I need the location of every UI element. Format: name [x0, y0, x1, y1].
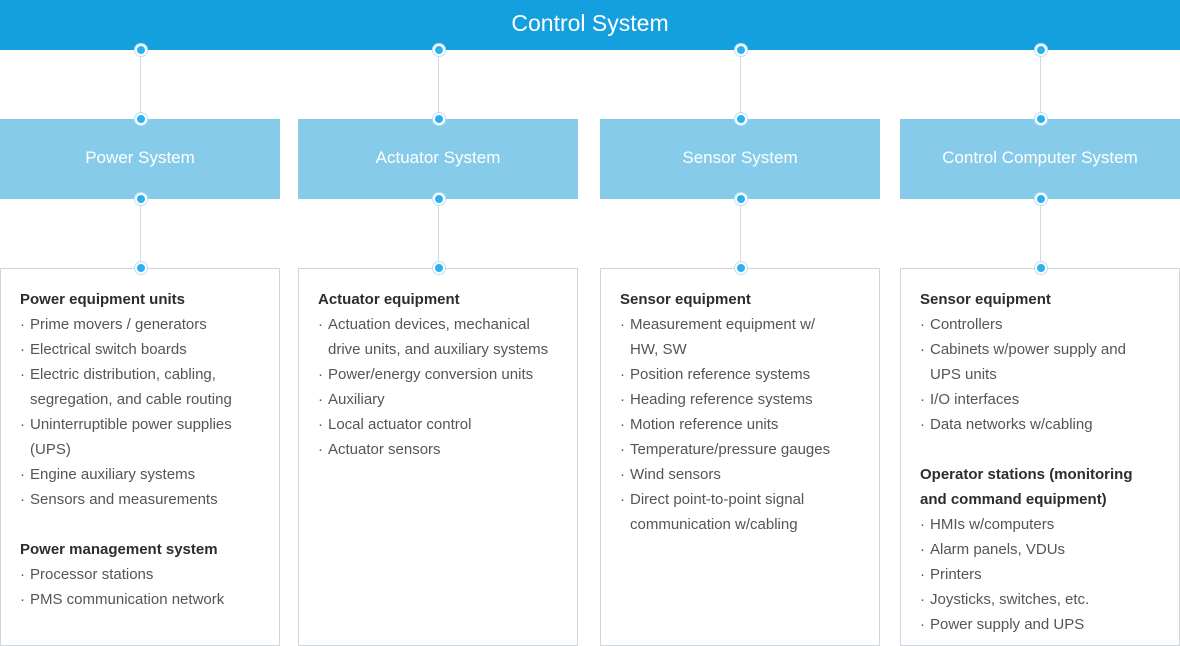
list-item: Printers — [920, 562, 1179, 587]
operator-stations-section: Operator stations (monitoring and comman… — [920, 462, 1179, 637]
list-item: Power supply and UPS — [920, 612, 1179, 637]
control-system-header: Control System — [0, 0, 1180, 50]
connector-dot — [433, 44, 445, 56]
list-item: Uninterruptible power supplies (UPS) — [20, 412, 279, 462]
item-list: HMIs w/computers Alarm panels, VDUs Prin… — [920, 512, 1179, 637]
connector-line — [438, 50, 439, 119]
connector-dot — [135, 193, 147, 205]
connector-line — [140, 50, 141, 119]
section-title: Power equipment units — [20, 291, 186, 308]
actuator-system-box: Actuator System — [298, 119, 578, 199]
sensor-system-label: Sensor System — [682, 148, 798, 167]
connector-line — [438, 199, 439, 268]
list-item: Processor stations — [20, 562, 279, 587]
actuator-system-label: Actuator System — [375, 148, 501, 167]
section-title: Actuator equipment — [318, 291, 460, 308]
connector-line — [140, 199, 141, 268]
control-system-title: Control System — [511, 10, 669, 36]
list-item: Data networks w/cabling — [920, 412, 1179, 437]
list-item: Wind sensors — [620, 462, 879, 487]
connector-line — [740, 199, 741, 268]
section-title: Operator stations (monitoring and comman… — [920, 466, 1133, 508]
list-item: Direct point-to-point signal communicati… — [620, 487, 879, 537]
list-item: Actuator sensors — [318, 437, 577, 462]
connector-dot — [135, 262, 147, 274]
connector-dot — [135, 113, 147, 125]
item-list: Prime movers / generators Electrical swi… — [20, 312, 279, 512]
connector-dot — [135, 44, 147, 56]
item-list: Processor stations PMS communication net… — [20, 562, 279, 612]
sensor-equipment-section: Sensor equipment Measurement equipment w… — [620, 287, 879, 537]
control-computer-system-box: Control Computer System — [900, 119, 1180, 199]
connector-dot — [433, 262, 445, 274]
sensor-system-box: Sensor System — [600, 119, 880, 199]
connector-line — [1040, 50, 1041, 119]
list-item: Alarm panels, VDUs — [920, 537, 1179, 562]
section-title: Sensor equipment — [620, 291, 751, 308]
list-item: Cabinets w/power supply and UPS units — [920, 337, 1179, 387]
section-title: Power management system — [20, 541, 218, 558]
connector-dot — [735, 262, 747, 274]
actuator-equipment-section: Actuator equipment Actuation devices, me… — [318, 287, 577, 462]
connector-dot — [433, 193, 445, 205]
power-system-details-card: Power equipment units Prime movers / gen… — [0, 268, 280, 646]
list-item: Prime movers / generators — [20, 312, 279, 337]
list-item: Actuation devices, mechanical drive unit… — [318, 312, 577, 362]
item-list: Controllers Cabinets w/power supply and … — [920, 312, 1179, 437]
list-item: Auxiliary — [318, 387, 577, 412]
connector-dot — [1035, 44, 1047, 56]
connector-dot — [1035, 113, 1047, 125]
list-item: Joysticks, switches, etc. — [920, 587, 1179, 612]
list-item: Electric distribution, cabling, segregat… — [20, 362, 279, 412]
list-item: HMIs w/computers — [920, 512, 1179, 537]
actuator-system-details-card: Actuator equipment Actuation devices, me… — [298, 268, 578, 646]
list-item: Measurement equipment w/ HW, SW — [620, 312, 879, 362]
power-system-label: Power System — [85, 148, 195, 167]
list-item: Heading reference systems — [620, 387, 879, 412]
item-list: Measurement equipment w/ HW, SW Position… — [620, 312, 879, 537]
connector-dot — [1035, 193, 1047, 205]
item-list: Actuation devices, mechanical drive unit… — [318, 312, 577, 462]
connector-dot — [735, 193, 747, 205]
list-item: Motion reference units — [620, 412, 879, 437]
connector-dot — [735, 44, 747, 56]
list-item: Engine auxiliary systems — [20, 462, 279, 487]
power-system-box: Power System — [0, 119, 280, 199]
sensor-system-details-card: Sensor equipment Measurement equipment w… — [600, 268, 880, 646]
list-item: PMS communication network — [20, 587, 279, 612]
list-item: Position reference systems — [620, 362, 879, 387]
list-item: Controllers — [920, 312, 1179, 337]
connector-line — [1040, 199, 1041, 268]
power-management-section: Power management system Processor statio… — [20, 537, 279, 612]
power-equipment-section: Power equipment units Prime movers / gen… — [20, 287, 279, 512]
connector-dot — [1035, 262, 1047, 274]
list-item: Electrical switch boards — [20, 337, 279, 362]
list-item: I/O interfaces — [920, 387, 1179, 412]
control-computer-system-details-card: Sensor equipment Controllers Cabinets w/… — [900, 268, 1180, 646]
section-title: Sensor equipment — [920, 291, 1051, 308]
list-item: Local actuator control — [318, 412, 577, 437]
list-item: Temperature/pressure gauges — [620, 437, 879, 462]
control-computer-system-label: Control Computer System — [942, 148, 1138, 167]
connector-dot — [735, 113, 747, 125]
list-item: Sensors and measurements — [20, 487, 279, 512]
connector-dot — [433, 113, 445, 125]
controller-equipment-section: Sensor equipment Controllers Cabinets w/… — [920, 287, 1179, 437]
connector-line — [740, 50, 741, 119]
list-item: Power/energy conversion units — [318, 362, 577, 387]
